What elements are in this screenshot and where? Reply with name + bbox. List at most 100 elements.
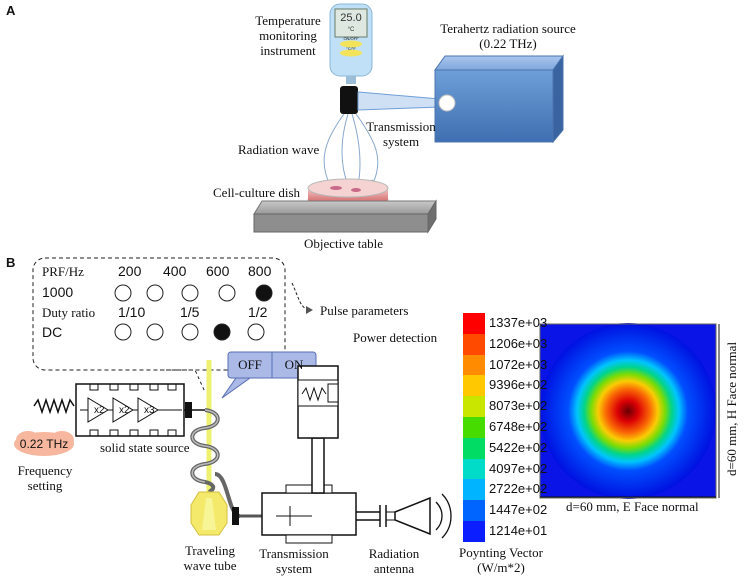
on-button[interactable]: ON [284, 357, 304, 372]
twt-label: Traveling wave tube [170, 543, 250, 573]
table-label: Objective table [304, 236, 384, 251]
duty-value-1-10: 1/10 [118, 304, 146, 320]
prf-radio-group [114, 284, 273, 302]
thermometer-icon [329, 3, 373, 84]
radiation-wave-label: Radiation wave [238, 142, 320, 157]
transmission-label-b: Transmission system [252, 546, 336, 576]
colorbar-value: 5422e+02 [489, 439, 548, 455]
prf-radio-600[interactable] [218, 284, 236, 302]
solid-state-label: solid state source [100, 440, 190, 455]
prf-radio-800[interactable] [255, 284, 273, 302]
colorbar-segment [463, 437, 485, 460]
source-label-line-2: (0.22 THz) [479, 36, 537, 51]
dish-label: Cell-culture dish [213, 185, 301, 200]
objective-table [253, 199, 437, 234]
duty-value-dc: DC [42, 324, 63, 340]
prf-value-1000: 1000 [42, 284, 74, 300]
colorbar-value: 1337e+03 [489, 315, 548, 330]
twt-output-connector [232, 507, 239, 525]
solid-state-source [75, 383, 185, 437]
prf-value-600: 600 [206, 263, 230, 279]
power-heatmap [539, 323, 717, 499]
temperature-label: Temperature monitoring instrument [248, 13, 328, 58]
prf-value-200: 200 [118, 263, 142, 279]
terahertz-beam [357, 91, 441, 111]
prf-radio-1000[interactable] [114, 284, 132, 302]
antenna-label: Radiation antenna [352, 546, 436, 576]
colorbar-value: 8073e+02 [489, 398, 548, 414]
duty-radio-dc[interactable] [114, 323, 132, 341]
duty-radio-selected[interactable] [213, 323, 231, 341]
temperature-label-line-1: Temperature [255, 13, 321, 28]
prf-value-800: 800 [248, 263, 272, 279]
off-on-toggle[interactable] [221, 351, 317, 399]
thermometer-button-1: ON/OFF [343, 36, 359, 41]
pulse-parameter-box [32, 257, 286, 371]
source-label: Terahertz radiation source (0.22 THz) [420, 21, 596, 51]
colorbar-value: 1214e+01 [489, 523, 548, 538]
colorbar-value: 4097e+02 [489, 460, 548, 476]
colorbar-segment [463, 333, 485, 356]
panel-a-letter: A [6, 3, 16, 18]
colorbar-segment [463, 521, 485, 543]
poynting-label: Poynting Vector (W/m*2) [446, 545, 556, 575]
prf-radio-400[interactable] [181, 284, 199, 302]
temperature-label-line-3: instrument [260, 43, 316, 58]
temperature-label-line-2: monitoring [259, 28, 317, 43]
transmission-b-line-2: system [275, 561, 313, 576]
antenna-label-line-1: Radiation [368, 546, 420, 561]
thermometer-unit: °C [347, 27, 355, 33]
frequency-setting-line-1: Frequency [17, 463, 73, 478]
pulse-parameters-label: Pulse parameters [320, 303, 409, 318]
colorbar-segment [463, 479, 485, 501]
terahertz-source-box [434, 54, 564, 144]
multiplier-1: x2 [94, 405, 105, 416]
spring-icon [33, 397, 75, 415]
colorbar-segment [463, 375, 485, 397]
e-face-label: d=60 mm, E Face normal [566, 499, 699, 514]
thermometer-button-2: °C/°F [346, 46, 356, 51]
prf-label: PRF/Hz [42, 264, 84, 279]
frequency-cloud [14, 431, 74, 456]
colorbar-segment [463, 313, 485, 335]
frequency-value[interactable]: 0.22 THz [19, 437, 69, 451]
pulse-parameters-arrow [291, 282, 313, 314]
colorbar-segment [463, 396, 485, 418]
duty-radio-1-5[interactable] [181, 323, 199, 341]
frequency-setting-label: Frequency setting [10, 463, 80, 493]
colorbar-segment [463, 458, 485, 480]
transmission-a-line-1: Transmission [366, 119, 436, 134]
colorbar-value: 1072e+03 [489, 356, 548, 372]
prf-value-400: 400 [163, 263, 187, 279]
h-face-label: d=60 mm, H Face normal [724, 341, 739, 476]
antenna-label-line-2: antenna [373, 561, 415, 576]
transmission-label-a: Transmission system [356, 119, 446, 149]
colorbar-segment [463, 354, 485, 376]
colorbar-value: 9396e+02 [489, 377, 548, 393]
colorbar-value: 1447e+02 [489, 502, 548, 518]
off-button[interactable]: OFF [238, 357, 262, 372]
connector-block [185, 402, 192, 418]
panel-b-letter: B [6, 255, 16, 270]
poynting-label-line-2: (W/m*2) [477, 560, 525, 575]
power-detection-label: Power detection [353, 330, 438, 345]
radiation-antenna [385, 493, 452, 539]
poynting-label-line-1: Poynting Vector [459, 545, 543, 560]
transmission-b-line-1: Transmission [259, 546, 329, 561]
prf-radio-200[interactable] [146, 284, 164, 302]
duty-label: Duty ratio [42, 305, 96, 320]
transmission-a-line-2: system [382, 134, 420, 149]
sensor-block [340, 86, 358, 114]
duty-radio-1-10[interactable] [146, 323, 164, 341]
colorbar-segment [463, 500, 485, 522]
multiplier-2: x2 [119, 405, 130, 416]
source-label-line-1: Terahertz radiation source [440, 21, 576, 36]
duty-radio-1-2[interactable] [247, 323, 265, 341]
duty-value-1-5: 1/5 [180, 304, 200, 320]
colorbar-value: 6748e+02 [489, 419, 548, 434]
colorbar-value: 2722e+02 [489, 481, 548, 497]
frequency-setting-line-2: setting [27, 478, 63, 493]
twt-label-line-1: Traveling [184, 543, 236, 558]
